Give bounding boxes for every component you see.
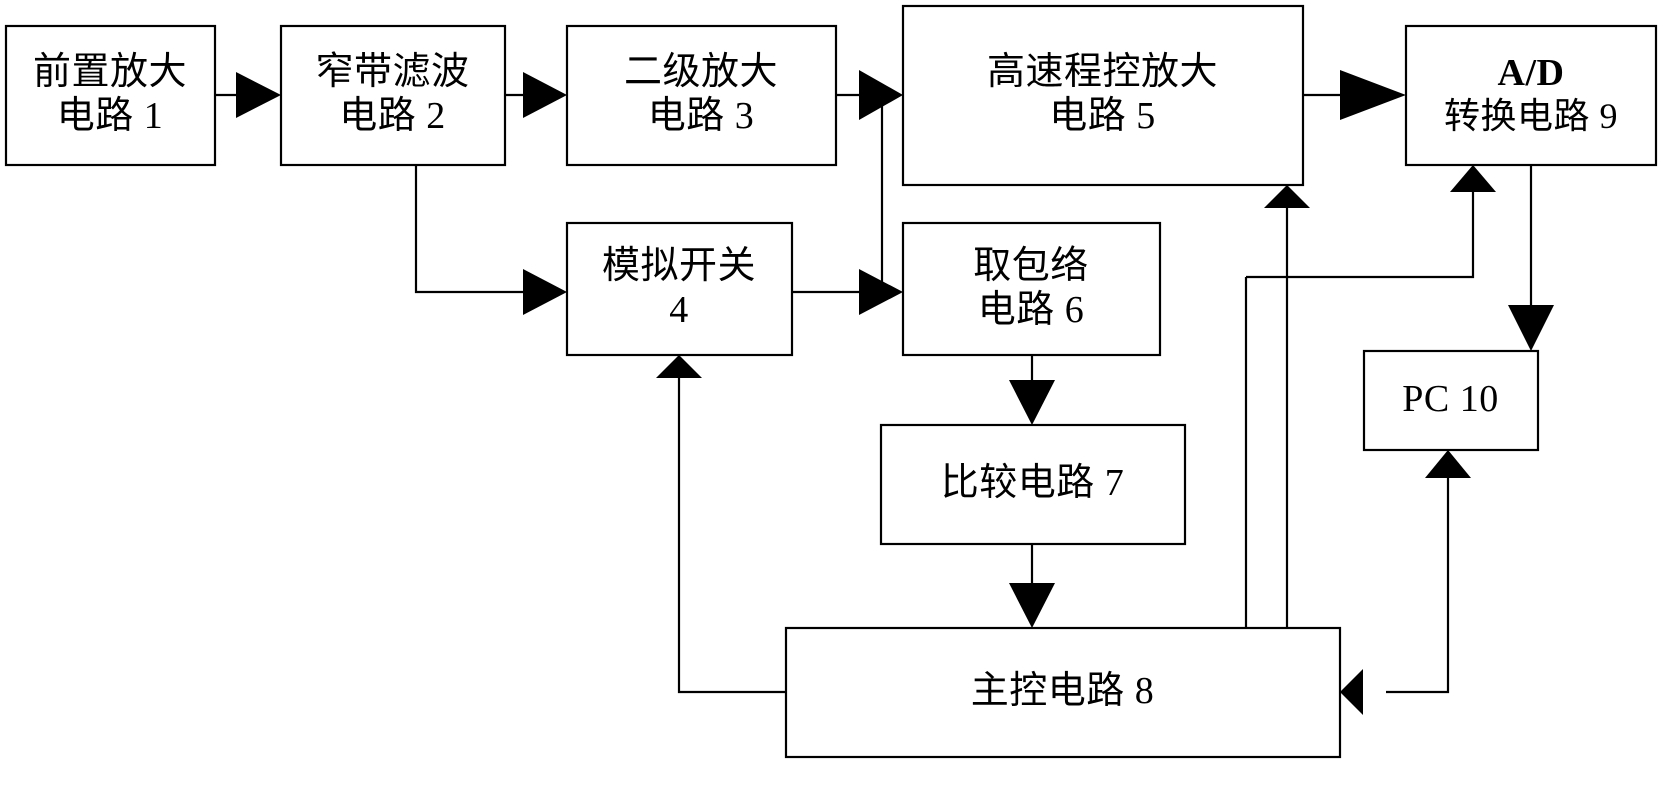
block-analog-switch[interactable] — [565, 221, 794, 357]
block-narrowband-filter-circuit[interactable] — [279, 24, 507, 167]
connector-main-control-to-analog-switch — [656, 355, 786, 694]
connector-amp2-to-hs-amplifier — [836, 70, 903, 120]
connector-filter-to-amp2 — [505, 72, 567, 118]
connector-preamp-to-filter — [215, 72, 281, 118]
block-pc-computer[interactable] — [1362, 349, 1540, 452]
block-second-stage-amplifier-circuit[interactable] — [565, 24, 838, 167]
connector-ad-to-pc — [1508, 165, 1554, 351]
connector-envelope-to-comparison — [1009, 355, 1055, 425]
connector-main-control-to-ad — [1244, 165, 1496, 628]
block-envelope-detection-circuit[interactable] — [901, 221, 1162, 357]
connector-pc-to-main-control — [1340, 450, 1471, 715]
block-comparison-circuit[interactable] — [879, 423, 1187, 546]
connector-comparison-to-main-control — [1009, 544, 1055, 628]
block-preamplifier-circuit[interactable] — [4, 24, 217, 167]
connector-filter-to-analog-switch — [414, 165, 567, 315]
block-main-control-circuit[interactable] — [784, 626, 1342, 759]
block-ad-conversion-circuit[interactable] — [1404, 24, 1658, 167]
connector-main-control-to-hs-amplifier — [1264, 185, 1310, 628]
block-high-speed-programmable-amplifier-circuit[interactable] — [901, 4, 1305, 187]
connector-analog-switch-to-envelope — [792, 269, 903, 315]
connector-hs-amplifier-to-ad — [1303, 70, 1406, 120]
